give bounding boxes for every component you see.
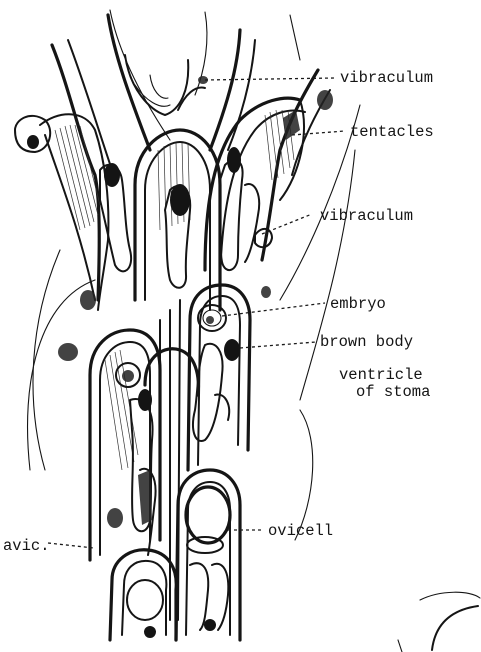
- label-ventricle-line2: of stoma: [356, 383, 430, 401]
- leader-avic: [48, 543, 94, 548]
- label-brown-body: brown body: [320, 333, 413, 351]
- vibraculum-mid-structure: [255, 229, 272, 298]
- outer-membrane-outlines: [28, 10, 480, 652]
- label-tentacles: tentacles: [350, 123, 434, 141]
- zooid-lower-left: [110, 469, 176, 640]
- zooid-lower-right: [176, 470, 240, 640]
- leader-tentacles: [292, 131, 345, 135]
- leader-vibraculum-top: [205, 78, 335, 80]
- zooid-upper-left: [40, 114, 131, 310]
- label-ovicell: ovicell: [268, 522, 333, 540]
- label-vibraculum-top: vibraculum: [340, 69, 433, 87]
- label-ventricle-line1: ventricle: [339, 366, 423, 384]
- leader-brown-body: [240, 342, 316, 348]
- label-embryo: embryo: [330, 295, 386, 313]
- label-vibraculum-mid: vibraculum: [320, 207, 413, 225]
- label-avic: avic.: [3, 537, 50, 555]
